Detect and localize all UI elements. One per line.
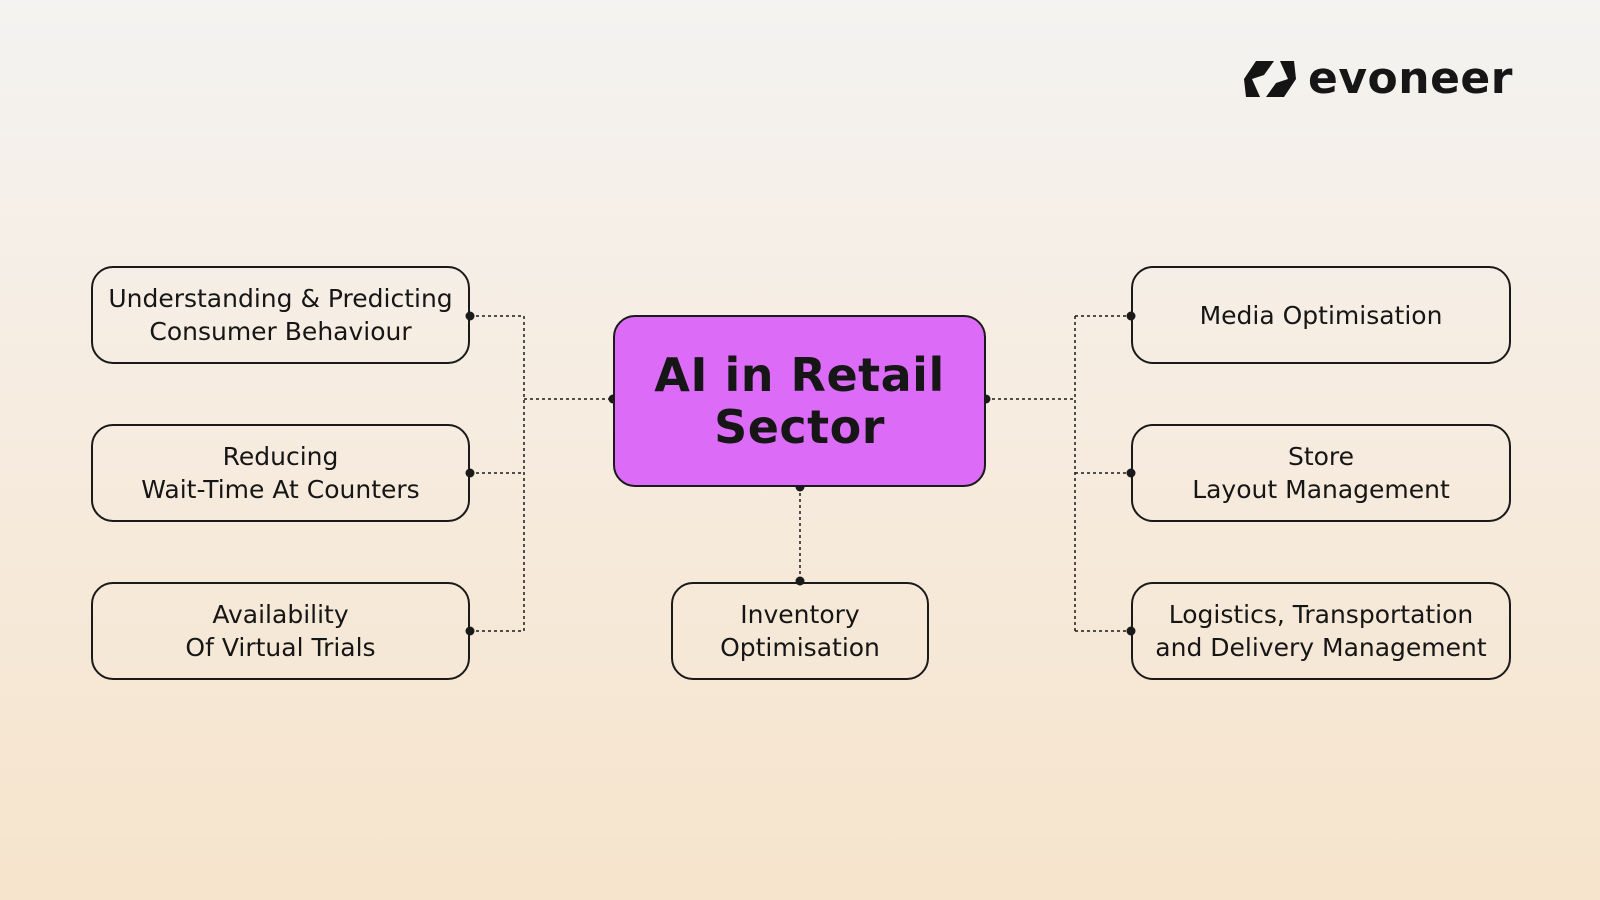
center-title-line2: Sector xyxy=(714,400,885,454)
node-label-line1: Store xyxy=(1287,442,1355,471)
node-label-line1: Understanding & Predicting xyxy=(108,284,453,313)
center-node: AI in Retail Sector xyxy=(613,315,986,487)
brand-logo: evoneer xyxy=(1240,54,1513,104)
connector-dot xyxy=(465,468,475,478)
node-label-line1: Availability xyxy=(212,600,349,629)
brand-name: evoneer xyxy=(1308,53,1513,104)
center-title-line1: AI in Retail xyxy=(654,348,945,402)
node-label-line2: Layout Management xyxy=(1192,475,1450,504)
node-label-line2: Wait-Time At Counters xyxy=(141,475,420,504)
connector-dot xyxy=(465,626,475,636)
node-label-line1: Inventory xyxy=(740,600,860,629)
node-label-line2: Optimisation xyxy=(720,633,880,662)
node-wait-time: Reducing Wait-Time At Counters xyxy=(91,424,470,522)
node-store-layout: Store Layout Management xyxy=(1131,424,1511,522)
node-inventory: Inventory Optimisation xyxy=(671,582,929,680)
node-label-line2: Consumer Behaviour xyxy=(149,317,412,346)
node-label-line2: and Delivery Management xyxy=(1155,633,1487,662)
node-media: Media Optimisation xyxy=(1131,266,1511,364)
evoneer-logo-icon xyxy=(1244,61,1296,97)
node-consumer-behaviour: Understanding & Predicting Consumer Beha… xyxy=(91,266,470,364)
node-logistics: Logistics, Transportation and Delivery M… xyxy=(1131,582,1511,680)
node-virtual-trials: Availability Of Virtual Trials xyxy=(91,582,470,680)
connector-dot xyxy=(465,311,475,321)
node-label-line2: Of Virtual Trials xyxy=(185,633,376,662)
node-label-line1: Media Optimisation xyxy=(1199,300,1443,330)
node-label-line1: Logistics, Transportation xyxy=(1168,600,1474,629)
node-label-line1: Reducing xyxy=(222,442,339,471)
